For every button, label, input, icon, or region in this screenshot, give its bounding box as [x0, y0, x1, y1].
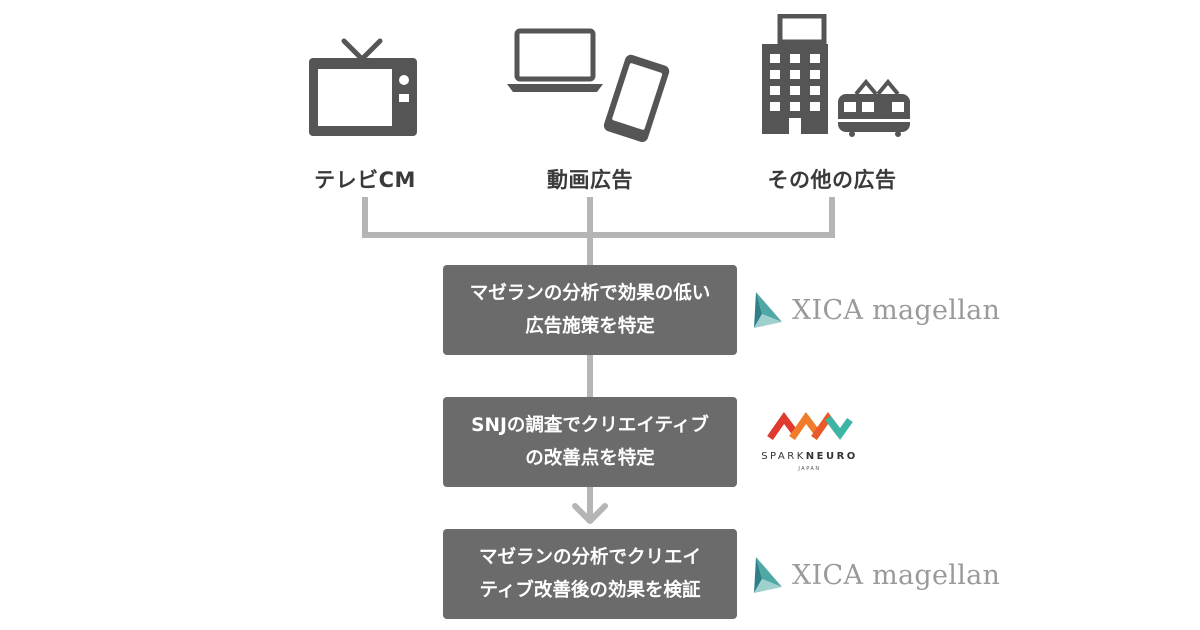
neuro-word: NEURO — [805, 451, 858, 462]
step-box-2: SNJの調査でクリエイティブ の改善点を特定 — [443, 397, 737, 487]
step-3-line-2: ティブ改善後の効果を検証 — [479, 580, 701, 601]
step-2-line-2: の改善点を特定 — [525, 448, 655, 469]
xica-magellan-logo-2: XICA magellan — [752, 555, 1000, 595]
spark-neuro-logo: SPARKNEURO JAPAN — [752, 408, 867, 476]
spark-neuro-wordmark: SPARKNEURO — [752, 451, 867, 462]
xica-logo-text-2: XICA magellan — [792, 559, 1001, 591]
spark-neuro-subtext: JAPAN — [798, 466, 821, 472]
source-label-video: 動画広告 — [547, 168, 633, 192]
xica-logo-text: XICA magellan — [792, 294, 1001, 326]
laptop-smartphone-icon — [507, 28, 670, 142]
step-box-3: マゼランの分析でクリエイ ティブ改善後の効果を検証 — [443, 529, 737, 619]
xica-sail-icon — [754, 557, 782, 593]
source-label-tv: テレビCM — [314, 168, 416, 192]
xica-sail-icon — [754, 292, 782, 328]
step-1-line-1: マゼランの分析で効果の低い — [469, 283, 711, 304]
step-box-1: マゼランの分析で効果の低い 広告施策を特定 — [443, 265, 737, 355]
step-1-line-2: 広告施策を特定 — [525, 316, 655, 337]
spark-word: SPARK — [761, 451, 806, 462]
spark-neuro-mark — [767, 412, 853, 441]
building-train-icon — [762, 14, 910, 137]
step-2-line-1: SNJの調査でクリエイティブ — [471, 415, 709, 436]
step-3-line-1: マゼランの分析でクリエイ — [478, 547, 701, 568]
tv-icon — [309, 38, 417, 136]
xica-magellan-logo: XICA magellan — [752, 290, 1000, 330]
source-label-other: その他の広告 — [767, 168, 897, 192]
